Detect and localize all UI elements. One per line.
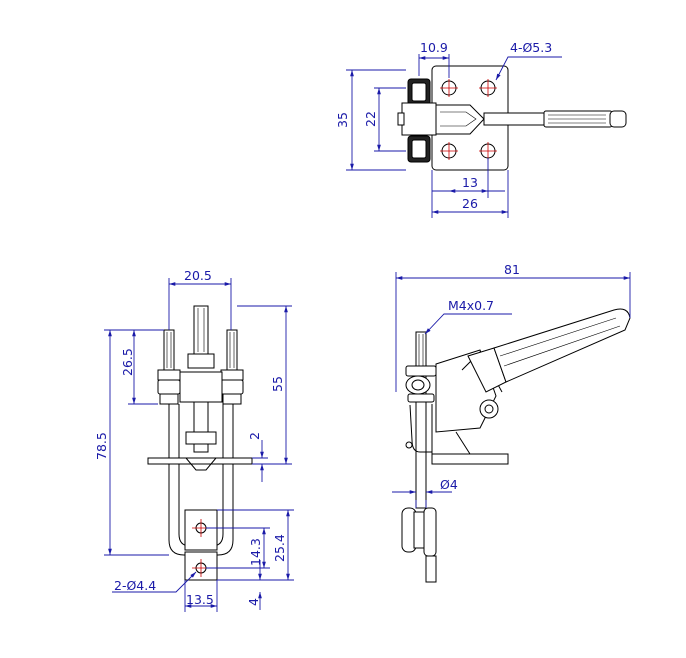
side-base-plate bbox=[431, 453, 509, 465]
dim-front-gap: 2 bbox=[247, 432, 262, 440]
dim-top-width-small: 10.9 bbox=[420, 40, 448, 55]
side-pivot bbox=[479, 399, 499, 419]
dim-side-overall-length: 81 bbox=[504, 262, 520, 277]
side-arm bbox=[409, 404, 433, 453]
side-handle bbox=[467, 308, 631, 393]
side-rod bbox=[415, 331, 427, 509]
dim-top-height-total: 35 bbox=[335, 112, 350, 128]
front-nuts bbox=[157, 353, 244, 405]
dim-front-upper-height: 55 bbox=[270, 376, 285, 392]
side-lower-tab bbox=[401, 507, 437, 583]
dim-top-holes: 4-Ø5.3 bbox=[510, 40, 552, 55]
dim-front-spindle-offset: 20.5 bbox=[184, 268, 212, 283]
front-lower-tab bbox=[184, 509, 218, 581]
dim-side-thread: M4x0.7 bbox=[448, 298, 494, 313]
top-nuts bbox=[397, 78, 437, 163]
dim-front-total-height: 78.5 bbox=[94, 432, 109, 460]
front-base-plate bbox=[147, 457, 253, 465]
top-handle bbox=[483, 110, 627, 128]
front-view: 20.5 26.5 78.5 55 2 25.4 14.3 2-Ø4.4 13. bbox=[94, 268, 294, 612]
dim-front-tab-offset: 4 bbox=[246, 598, 261, 606]
top-mounting-holes bbox=[440, 79, 497, 160]
dim-front-lower-height: 25.4 bbox=[272, 534, 287, 562]
dim-front-tab-width: 13.5 bbox=[186, 592, 214, 607]
dim-front-thread-length: 26.5 bbox=[120, 348, 135, 376]
side-nuts bbox=[405, 365, 437, 403]
side-view: 81 M4x0.7 Ø4 bbox=[392, 262, 631, 583]
dim-front-hole-dia: 2-Ø4.4 bbox=[114, 578, 156, 593]
dim-front-slot-height: 14.3 bbox=[248, 538, 263, 566]
dim-side-rod-dia: Ø4 bbox=[440, 477, 458, 492]
dim-top-hole-spacing: 13 bbox=[462, 175, 478, 190]
top-view: 10.9 4-Ø5.3 35 22 13 26 bbox=[335, 40, 627, 218]
dim-top-height-inner: 22 bbox=[363, 111, 378, 127]
front-studs bbox=[163, 305, 238, 371]
dim-top-base-width: 26 bbox=[462, 196, 478, 211]
